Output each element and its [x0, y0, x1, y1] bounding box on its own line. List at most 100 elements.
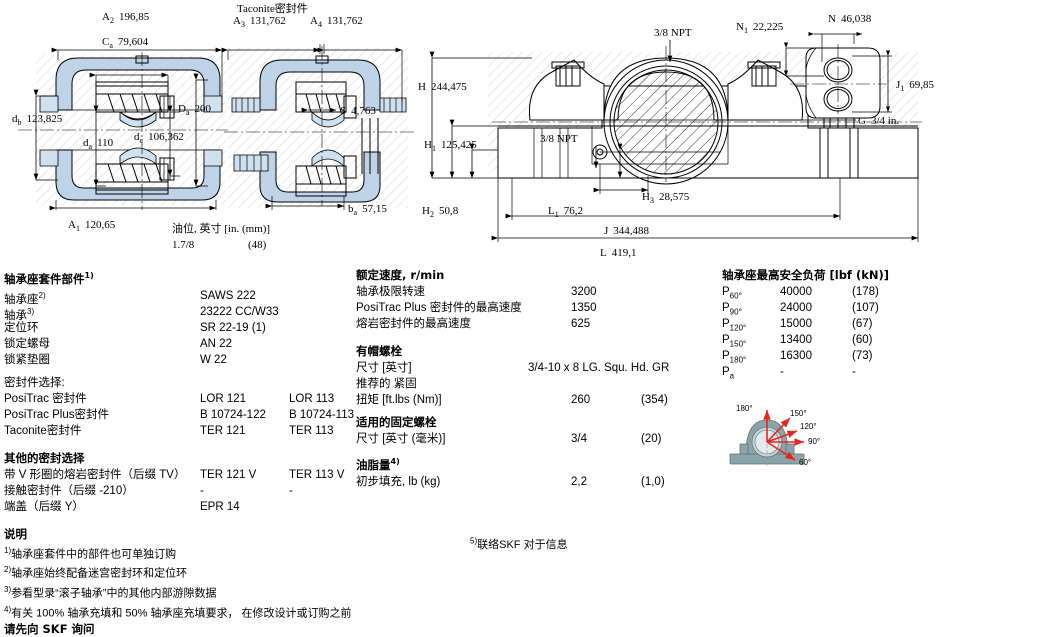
row-label: 锁紧垫圈	[4, 353, 50, 366]
components-heading-text: 轴承座套件部件	[4, 271, 85, 286]
row-value-kn: (67)	[852, 318, 873, 330]
row-value-1: 3/4	[571, 433, 587, 445]
speeds-heading: 额定速度, r/min	[356, 268, 445, 282]
table-row: P150° 13400 (60)	[722, 332, 1048, 348]
table-row: 尺寸 [英寸] 3/4-10 x 8 LG. Squ. Hd. GR	[356, 360, 716, 376]
row-label: P60°	[722, 286, 742, 301]
row-value-kn: (60)	[852, 334, 873, 346]
row-value-lbf: 24000	[780, 302, 812, 314]
components-column: 轴承座套件部件1) 轴承座2) SAWS 222 轴承3) 23222 CC/W…	[4, 268, 354, 637]
row-label: 初步填充, lb (kg)	[356, 475, 441, 488]
table-row: 尺寸 [英寸 (毫米)] 3/4 (20)	[356, 431, 716, 447]
table-row: 定位环 SR 22-19 (1)	[4, 320, 354, 336]
row-value-2: (1,0)	[641, 475, 665, 488]
table-row: 初步填充, lb (kg) 2,2 (1,0)	[356, 474, 716, 490]
row-value-kn: (107)	[852, 302, 879, 314]
row-value-kn: (73)	[852, 350, 873, 362]
row-value-1: 3/4-10 x 8 LG. Squ. Hd. GR	[528, 362, 670, 374]
row-value-1: -	[200, 484, 204, 497]
row-value-2: (20)	[641, 433, 662, 445]
taconite-section-view: Taconite密封件	[172, 1, 414, 251]
row-value-1: TER 121	[200, 424, 246, 437]
row-value-1: W 22	[200, 353, 227, 366]
svg-text:S4,763: S4,763	[340, 105, 376, 117]
row-label: 带 V 形圈的熔岩密封件（后缀 TV）	[4, 468, 186, 481]
row-value-1: LOR 121	[200, 392, 247, 405]
specification-tables: 轴承座套件部件1) 轴承座2) SAWS 222 轴承3) 23222 CC/W…	[0, 268, 1050, 636]
row-label: 接触密封件（后缀 -210）	[4, 484, 134, 497]
row-value-1: AN 22	[200, 337, 232, 350]
row-label: 轴承3)	[4, 306, 35, 322]
row-value-1: TER 121 V	[200, 468, 257, 481]
angle-label-90: 90°	[808, 437, 820, 446]
row-value-1: B 10724-122	[200, 408, 266, 421]
oil-level-mm: (48)	[248, 239, 267, 251]
table-row: P180° 16300 (73)	[722, 348, 1048, 364]
oil-level-caption: 油位, 英寸 [in. (mm)]	[172, 221, 270, 235]
table-row: 推荐的 紧固	[356, 376, 716, 392]
table-row: PosiTrac Plus 密封件的最高速度 1350	[356, 300, 716, 316]
row-value-lbf: 13400	[780, 334, 812, 346]
row-value-1: 2,2	[571, 475, 587, 488]
table-row: PosiTrac 密封件 LOR 121 LOR 113	[4, 391, 354, 407]
other-seal-heading: 其他的密封选择	[4, 450, 85, 465]
table-row: 带 V 形圈的熔岩密封件（后缀 TV） TER 121 V TER 113 V	[4, 467, 354, 483]
row-label: P120°	[722, 318, 747, 333]
row-label: 定位环	[4, 321, 39, 334]
notes-heading: 说明	[4, 526, 27, 541]
row-label: 端盖（后缀 Y）	[4, 500, 84, 513]
table-row: 接触密封件（后缀 -210） - -	[4, 483, 354, 499]
row-value-1: EPR 14	[200, 500, 240, 513]
svg-text:N46,038: N46,038	[828, 13, 872, 25]
note-5: 5)联络SKF 对于信息	[470, 536, 568, 551]
row-label: 扭矩 [ft.lbs (Nm)]	[356, 394, 442, 406]
row-value-1: 260	[571, 394, 591, 406]
row-value-2: TER 113	[289, 424, 334, 437]
load-direction-figure: 180° 150° 120° 90° 60°	[718, 398, 898, 478]
row-value-2: B 10724-113	[289, 408, 355, 421]
row-label: PosiTrac 密封件	[4, 392, 87, 405]
row-label: P150°	[722, 334, 747, 349]
table-row: 扭矩 [ft.lbs (Nm)] 260 (354)	[356, 392, 716, 408]
angle-label-150: 150°	[790, 409, 807, 418]
row-label: 轴承极限转速	[356, 286, 425, 298]
note-item: 3)参看型录“滚子轴承”中的其他内部游隙数据	[4, 585, 217, 600]
row-value-2: (354)	[641, 394, 668, 406]
row-value-2: LOR 113	[289, 392, 335, 405]
row-value-2: TER 113 V	[289, 468, 345, 481]
row-label: 轴承座2)	[4, 290, 46, 306]
row-label: 推荐的 紧固	[356, 378, 417, 390]
row-value-2: -	[289, 484, 293, 497]
row-label: 尺寸 [英寸 (毫米)]	[356, 433, 446, 445]
angle-label-180: 180°	[736, 404, 753, 413]
notes-footer: 请先向 SKF 询问	[4, 622, 95, 637]
table-row: Taconite密封件 TER 121 TER 113	[4, 423, 354, 439]
row-value-1: SR 22-19 (1)	[200, 321, 266, 334]
grease-heading: 油脂量4)	[356, 457, 400, 472]
seal-choice-label-row: 密封件选择:	[4, 375, 354, 391]
cap-bolts-heading: 有帽螺栓	[356, 344, 402, 358]
table-row: 端盖（后缀 Y） EPR 14	[4, 499, 354, 515]
row-value-1: 1350	[571, 302, 597, 314]
row-label: Taconite密封件	[4, 424, 82, 437]
table-row: Pa - -	[722, 364, 1048, 380]
table-row: 轴承3) 23222 CC/W33	[4, 304, 354, 322]
row-value-1: 625	[571, 318, 591, 330]
row-value-lbf: 16300	[780, 350, 812, 362]
table-row: P60° 40000 (178)	[722, 284, 1048, 300]
note-item: 4)有关 100% 轴承充填和 50% 轴承座充填要求， 在修改设计或订购之前	[4, 604, 352, 620]
table-row: P120° 15000 (67)	[722, 316, 1048, 332]
